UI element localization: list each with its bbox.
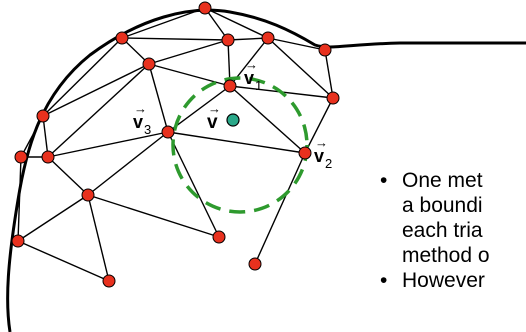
mesh-vertex [11,234,25,248]
mesh-edge [204,7,269,39]
label-v-arrow: → [208,101,221,116]
mesh-vertex [81,188,95,202]
label-v: v → [207,101,221,133]
mesh-edge [87,194,110,282]
bullet-item: •However [380,269,485,292]
mesh-edge [267,37,334,99]
mesh-edge [148,39,229,65]
label-v2-sub: 2 [325,156,332,171]
mesh-vertex [326,91,340,105]
label-v3: v → 3 [133,101,151,137]
mesh-vertex [102,274,116,288]
bullet-line: However [402,269,485,292]
mesh-edge [87,131,169,196]
mesh-edge [204,7,229,41]
query-point [226,113,240,127]
label-v3-arrow: → [134,101,147,116]
mesh-edge [42,115,49,158]
mesh-edge [17,194,89,242]
bullet-list: •One met a boundi each tria method o •Ho… [380,168,526,293]
search-circle [171,76,309,214]
mesh-edge [167,131,220,238]
label-v1-arrow: → [245,57,258,72]
label-v3-sub: 3 [144,122,151,137]
mesh-vertex [212,230,226,244]
boundary-curve [6,8,526,332]
mesh-edge [47,131,169,158]
label-v2-base: v [314,146,324,166]
mesh-edge [121,7,206,39]
label-v1-base: v [244,68,254,88]
mesh-edge [47,156,89,196]
mesh-edge [227,37,269,41]
mesh-vertex [36,109,50,123]
label-v2: v → 2 [314,135,332,171]
label-v1: v → 1 [244,57,262,93]
bullet-line: One met [402,169,483,192]
mesh-edge [324,49,334,99]
mesh-edge [17,156,22,242]
label-v3-base: v [133,112,143,132]
mesh-vertex [161,125,175,139]
mesh-vertex [115,31,129,45]
mesh-edge [304,97,334,154]
label-v2-arrow: → [315,135,328,150]
bullet-item: •One met [380,169,483,192]
mesh-edge [148,63,169,133]
mesh-edge [121,37,229,41]
label-v-base: v [207,112,218,133]
mesh-vertex [142,57,156,71]
mesh-edge [42,63,150,117]
mesh-vertex [41,150,55,164]
label-v1-sub: 1 [255,78,262,93]
mesh-edge [167,131,306,154]
mesh-vertex [248,257,262,271]
mesh-vertex [221,33,235,47]
mesh-vertex [318,43,332,57]
bullet-line: method o [402,244,490,267]
mesh-edge [47,63,150,158]
mesh-vertices [11,1,340,288]
mesh-edge [254,152,306,265]
mesh-edge [20,115,44,158]
mesh-edge [267,37,326,51]
mesh-edges [17,7,334,282]
mesh-edge [167,85,231,133]
mesh-edge [42,37,123,117]
bullet-line: each tria [402,219,483,242]
mesh-vertex [198,1,212,15]
mesh-vertex [298,146,312,160]
mesh-vertex [223,79,237,93]
mesh-edge [17,240,110,282]
mesh-edge [87,194,220,238]
mesh-edge [148,63,231,87]
mesh-vertex [14,150,28,164]
bullet-line: a boundi [402,194,483,217]
mesh-edge [229,85,306,154]
mesh-vertex [261,31,275,45]
